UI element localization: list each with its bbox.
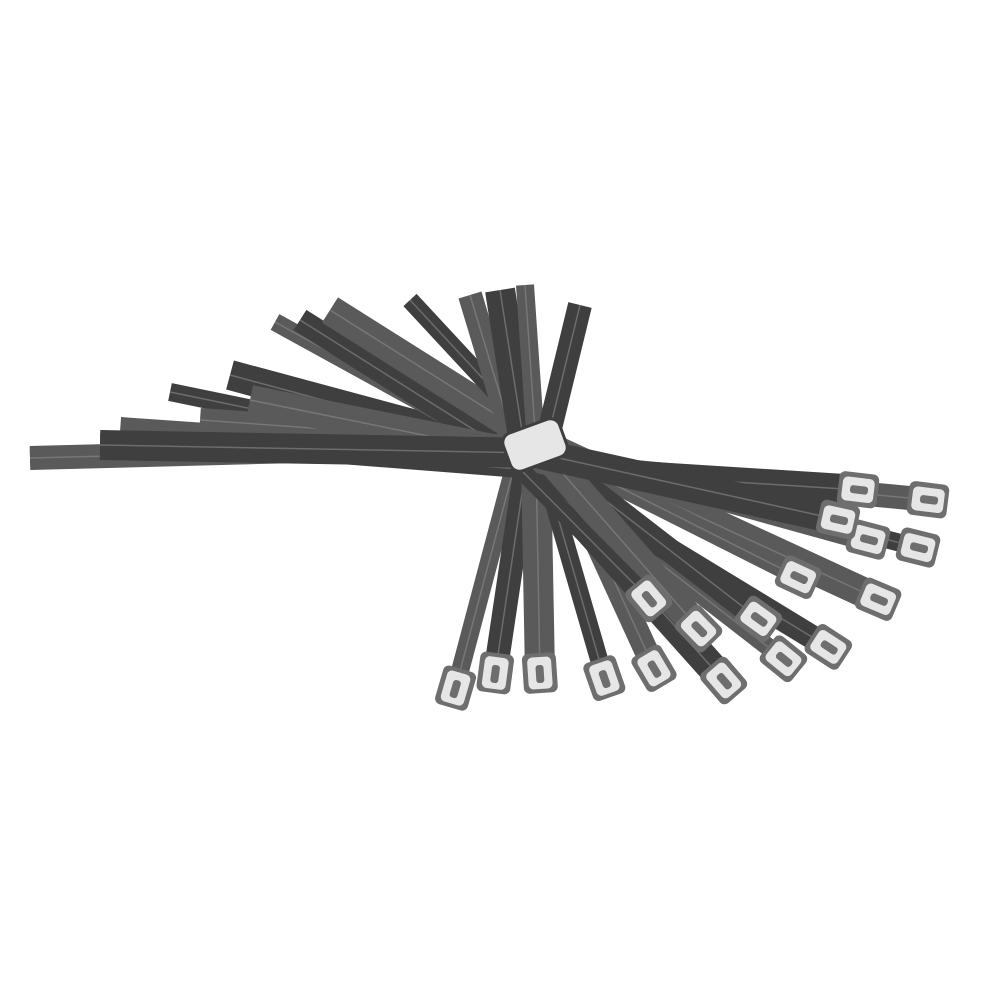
buckle bbox=[804, 624, 853, 670]
tie-buckles bbox=[435, 471, 950, 711]
buckle bbox=[815, 499, 861, 540]
buckle bbox=[759, 635, 808, 683]
buckle bbox=[631, 644, 677, 692]
buckle bbox=[625, 574, 673, 623]
clamp-buckle bbox=[501, 417, 569, 473]
bundle-clamp bbox=[501, 417, 569, 473]
buckle bbox=[674, 604, 723, 653]
buckle bbox=[700, 656, 748, 705]
buckle bbox=[845, 519, 891, 560]
buckle bbox=[435, 665, 477, 711]
buckle bbox=[583, 655, 626, 701]
buckle bbox=[774, 555, 822, 600]
buckle bbox=[476, 651, 515, 695]
buckle bbox=[895, 527, 941, 568]
buckle bbox=[854, 577, 902, 621]
buckle bbox=[836, 471, 880, 509]
buckle bbox=[521, 652, 558, 694]
buckle bbox=[734, 595, 783, 642]
buckle bbox=[906, 481, 950, 519]
